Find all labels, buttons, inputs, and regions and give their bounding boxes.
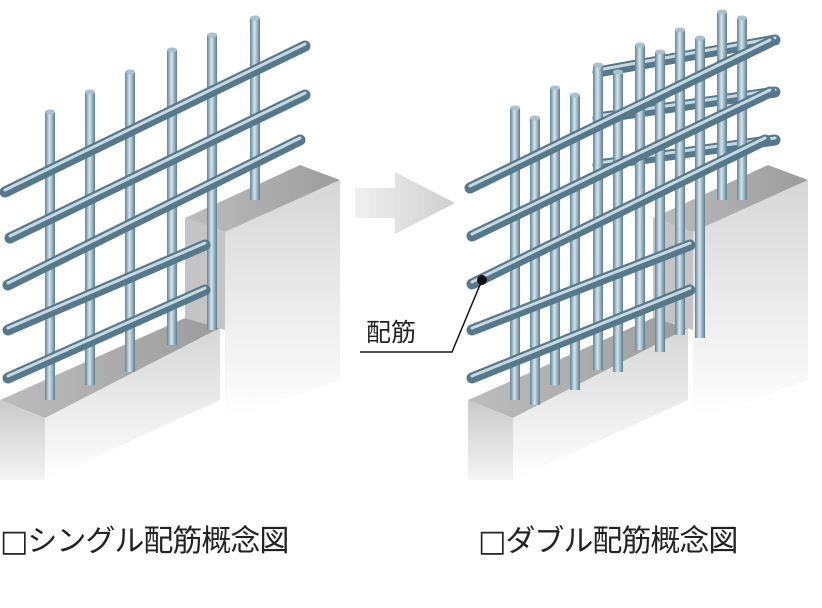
rebar-end: [125, 69, 135, 75]
rebar-highlight: [470, 241, 692, 330]
rebar-end: [510, 105, 520, 111]
horizontal-rebar: [464, 36, 776, 194]
horizontal-rebar: [466, 284, 696, 384]
rebar-end: [695, 35, 705, 41]
rebar-highlight: [468, 38, 772, 188]
horizontal-rebar: [0, 40, 311, 198]
rebar-end: [593, 62, 603, 68]
rebar-end: [655, 49, 665, 55]
single-rebar-mesh: [0, 15, 311, 400]
wall-lower-front: [513, 328, 688, 480]
vertical-rebar: [695, 38, 705, 338]
vertical-rebar: [550, 88, 560, 385]
wall-lower-front: [45, 328, 220, 480]
rebar-end: [530, 115, 540, 121]
horizontal-rebar: [466, 239, 696, 336]
horizontal-rebar: [466, 134, 771, 290]
wall-lower-side: [468, 400, 513, 480]
rebar-highlight: [6, 241, 207, 330]
vertical-rebar: [250, 18, 260, 200]
reinforcement-diagram: [0, 9, 808, 480]
wall-upper-top: [653, 165, 808, 232]
rebar-end: [550, 85, 560, 91]
rebar-highlight: [470, 136, 767, 284]
caption-single: □シングル配筋概念図: [0, 524, 289, 559]
rebar-end: [167, 47, 177, 53]
horizontal-rebar: [466, 86, 776, 242]
vertical-rebar: [613, 72, 623, 372]
rebar-end: [250, 15, 260, 21]
wall-upper-side: [185, 218, 225, 330]
rebar-end: [737, 15, 747, 21]
vertical-rebar: [510, 108, 520, 400]
vertical-rebar: [530, 118, 540, 405]
horizontal-rebar: [4, 89, 311, 244]
rebar-highlight: [470, 88, 772, 236]
rebar-end: [675, 27, 685, 33]
double-rebar-mesh: [464, 9, 781, 405]
caption-double: □ダブル配筋概念図: [478, 524, 738, 559]
rebar-end: [85, 89, 95, 95]
wall-upper-front: [225, 180, 340, 420]
rebar-highlight: [8, 91, 307, 238]
horizontal-rebar: [2, 239, 211, 336]
rebar-end: [635, 42, 645, 48]
wall-upper-top: [185, 165, 340, 232]
wall-lower-side: [0, 400, 45, 480]
callout-label: 配筋: [366, 318, 417, 347]
vertical-rebar: [655, 52, 665, 352]
rebar-highlight: [6, 286, 207, 378]
vertical-rebar: [570, 95, 580, 390]
rebar-end: [45, 109, 55, 115]
rebar-end: [570, 92, 580, 98]
wall-upper-front: [693, 180, 808, 420]
rebar-highlight: [470, 286, 692, 378]
rebar-end: [717, 9, 727, 15]
rebar-highlight: [6, 136, 302, 285]
rebar-end: [207, 32, 217, 38]
vertical-rebar: [717, 12, 727, 200]
arrow-right-icon: [355, 172, 455, 234]
callout-leader: [360, 275, 487, 353]
rebar-highlight: [3, 42, 307, 192]
horizontal-rebar: [2, 134, 306, 291]
horizontal-rebar: [2, 284, 211, 384]
vertical-rebar: [45, 112, 55, 400]
rebar-end: [613, 69, 623, 75]
